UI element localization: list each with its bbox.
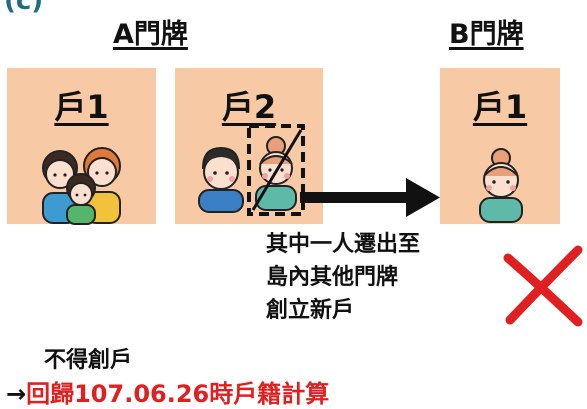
conclusion-line-1: 不得創戶: [44, 348, 133, 373]
household-label: 戶2: [221, 88, 277, 126]
household-label: 戶1: [54, 88, 109, 126]
woman-moving-icon: [247, 124, 305, 216]
household-box-b1: 戶1: [440, 68, 560, 224]
red-x-icon: [503, 245, 583, 327]
heading-b-doorplate: B門牌: [449, 19, 524, 50]
note-line: 其中一人遷出至: [266, 232, 421, 257]
conclusion-highlight: 回歸107.06.26時戶籍計算: [26, 380, 330, 408]
household-label: 戶1: [472, 88, 528, 126]
note-line: 島內其他門牌: [266, 265, 399, 290]
arrow-prefix: →: [6, 380, 27, 408]
man-icon: [198, 146, 244, 213]
heading-a-doorplate: A門牌: [113, 19, 188, 50]
household-box-a2: 戶2: [175, 68, 323, 224]
conclusion-line-2: →回歸107.06.26時戶籍計算: [6, 374, 329, 409]
household-box-a1: 戶1: [7, 68, 156, 225]
move-arrow: [300, 178, 440, 217]
woman-icon: [479, 148, 523, 223]
partial-label: (c): [4, 0, 44, 16]
family-group-icon: [42, 147, 121, 225]
note-line: 創立新戶: [266, 298, 355, 323]
move-note: 其中一人遷出至 島內其他門牌 創立新戶: [266, 228, 420, 327]
